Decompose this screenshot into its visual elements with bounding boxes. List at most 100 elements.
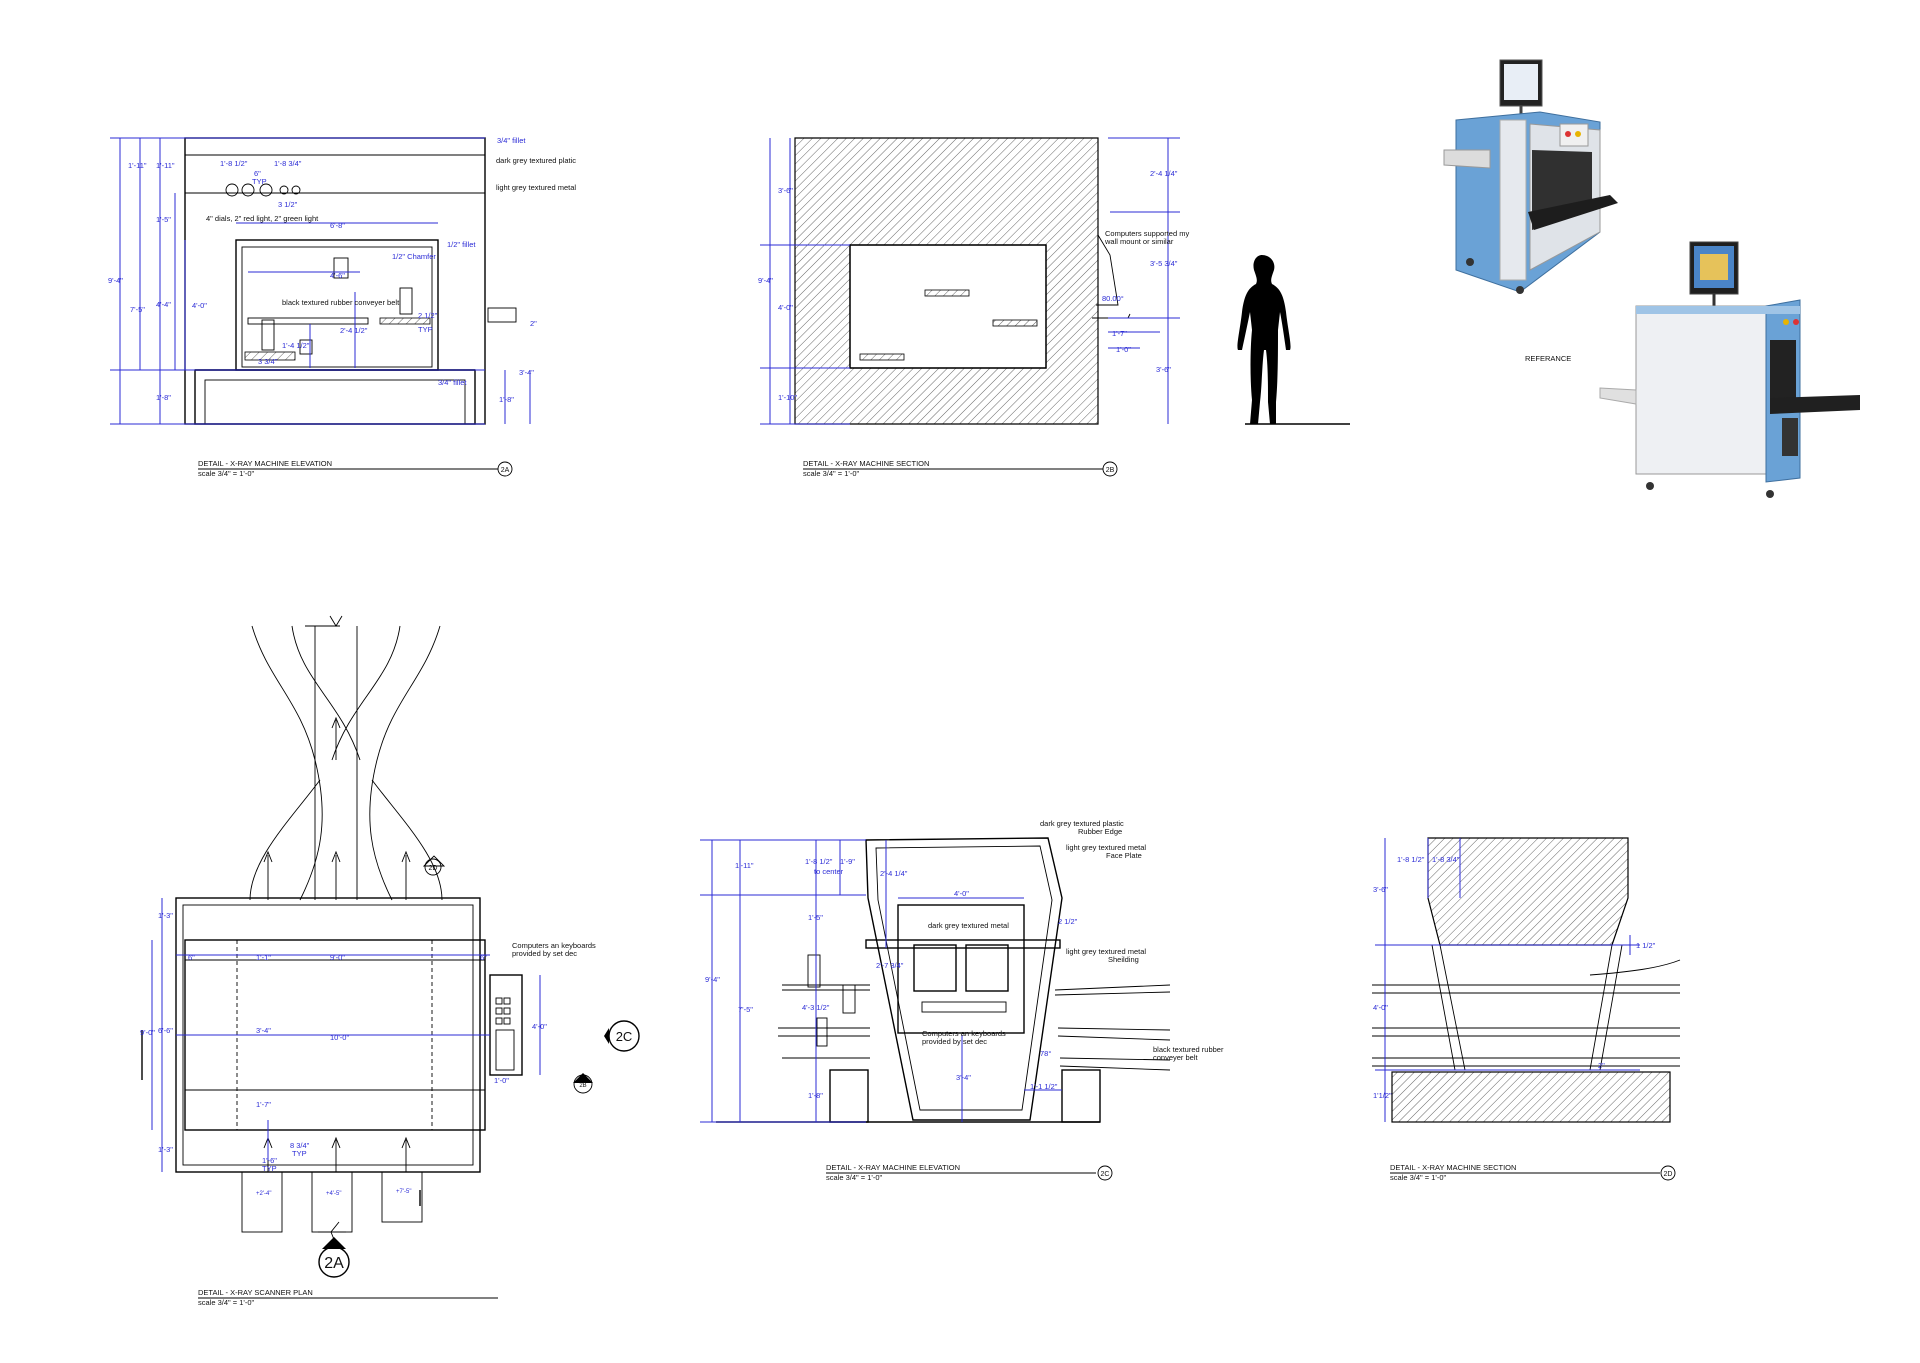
dim-2c: 1'-11" bbox=[735, 861, 754, 870]
dim-2c: 2'-7 3/4" bbox=[876, 961, 904, 970]
dim-2b: 3'-6" bbox=[778, 186, 793, 195]
dim-2c: 7'-5" bbox=[738, 1005, 753, 1014]
tag-plan-2b-bubble[interactable] bbox=[573, 1074, 593, 1094]
dim-plan: +7'-5" bbox=[396, 1189, 411, 1195]
dim-2c: 2 1/2" bbox=[1058, 917, 1078, 926]
note-2a-fillet-bottom: 3/4" fillet bbox=[438, 378, 467, 387]
dim-2b: 1'-0" bbox=[1116, 345, 1131, 354]
dim-2c: 3'-4" bbox=[956, 1073, 971, 1082]
dim-2a: 3 1/2" bbox=[278, 200, 298, 209]
dim-2c: 1'-9" bbox=[840, 857, 855, 866]
dim-plan: 1'-1" bbox=[256, 953, 271, 962]
dim-2a: 1'-11" bbox=[128, 161, 147, 170]
drawing-2a-scale: scale 3/4" = 1'-0" bbox=[198, 469, 254, 478]
reference-machine-2 bbox=[1599, 241, 1860, 498]
reference-label: REFERANCE bbox=[1525, 354, 1571, 363]
dim-plan: 6'-6" bbox=[158, 1026, 173, 1035]
dim-2a: 3 3/4" bbox=[258, 357, 278, 366]
dim-plan: 3'-4" bbox=[256, 1026, 271, 1035]
dim-plan: 1'-7" bbox=[256, 1100, 271, 1109]
dim-2c: 1'-5" bbox=[808, 913, 823, 922]
note-2c-dark-metal: dark grey textured metal bbox=[928, 921, 1009, 930]
dim-plan: 1'-6" bbox=[262, 1156, 277, 1165]
dim-2a: 3'-4" bbox=[519, 368, 534, 377]
note-2a-fillet-top: 3/4" fillet bbox=[497, 136, 526, 145]
dim-2c: to center bbox=[814, 867, 844, 876]
dim-2a: 1'-8" bbox=[499, 395, 514, 404]
tag-2a-bubble[interactable] bbox=[497, 461, 513, 477]
note-2c-belt: black textured rubber conveyer belt bbox=[1153, 1045, 1226, 1062]
tag-2c-bubble[interactable] bbox=[1097, 1165, 1113, 1181]
dim-2a: 1'-4 1/2" bbox=[282, 341, 310, 350]
drawing-2d-scale: scale 3/4" = 1'-0" bbox=[1390, 1173, 1446, 1182]
dim-2a: 6" bbox=[254, 169, 261, 178]
dim-2a-total-height: 9'-4" bbox=[108, 276, 123, 285]
tag-2d-bubble[interactable] bbox=[1660, 1165, 1676, 1181]
dim-plan: 1'-3" bbox=[158, 1145, 173, 1154]
dim-2a: 7'-5" bbox=[130, 305, 145, 314]
note-2b-computers: Computers supported my wall mount or sim… bbox=[1104, 229, 1191, 246]
drawing-plan-title: DETAIL - X-RAY SCANNER PLAN bbox=[198, 1288, 313, 1297]
dim-2a: TYP bbox=[252, 177, 267, 186]
dim-plan: 9'-0" bbox=[140, 1028, 155, 1037]
drawing-2c-title: DETAIL - X-RAY MACHINE ELEVATION bbox=[826, 1163, 960, 1172]
drawing-2b-title: DETAIL - X-RAY MACHINE SECTION bbox=[803, 459, 929, 468]
drawing-plan: 1'-3" 9'-0" 6'-6" 1'-3" 6" 1'-1" 9'-0" 6… bbox=[140, 615, 640, 1307]
note-2c-face-plate: Face Plate bbox=[1106, 851, 1142, 860]
tag-plan-2d-bubble[interactable] bbox=[424, 858, 442, 876]
tag-plan-2c: 2C bbox=[616, 1029, 633, 1044]
tag-2b-label: 2B bbox=[1106, 467, 1115, 474]
dim-2a: 4'-6" bbox=[330, 271, 345, 280]
dim-plan: 4'-0" bbox=[532, 1022, 547, 1031]
note-2c-plastic: dark grey textured plastic bbox=[1040, 819, 1124, 828]
dim-2a: 1'-8 1/2" bbox=[220, 159, 248, 168]
dim-2d: 1 1/2" bbox=[1636, 941, 1656, 950]
tag-2a-label: 2A bbox=[501, 467, 510, 474]
dim-2a: 6'-8" bbox=[330, 221, 345, 230]
drawing-2b-section: 3'-6" 9'-4" 4'-0" 1'-10" 2'-4 1/4" 3'-5 … bbox=[758, 137, 1350, 478]
tag-plan-2b: 2B bbox=[579, 1083, 586, 1089]
tag-plan-2a: 2A bbox=[324, 1255, 344, 1272]
dim-2d: 4'-0" bbox=[1373, 1003, 1388, 1012]
dim-2b: 1'-7" bbox=[1112, 329, 1127, 338]
note-2a-dials: 4" dials, 2" red light, 2" green light bbox=[206, 214, 319, 223]
dim-2d: 1'1/2" bbox=[1373, 1091, 1392, 1100]
dim-2a: 2'-4 1/2" bbox=[340, 326, 368, 335]
dim-2d: 1'-8 3/4" bbox=[1432, 855, 1460, 864]
dim-plan: 9'-0" bbox=[330, 953, 345, 962]
dim-2a: 2" bbox=[530, 319, 537, 328]
note-2c-shielding: Sheilding bbox=[1108, 955, 1139, 964]
dim-plan: 8 3/4" bbox=[290, 1141, 310, 1150]
dim-plan: 1'-0" bbox=[494, 1076, 509, 1085]
note-2a-belt: black textured rubber conveyer belt bbox=[282, 298, 400, 307]
dim-2b: 1'-10" bbox=[778, 393, 797, 402]
drawing-2a-title: DETAIL - X-RAY MACHINE ELEVATION bbox=[198, 459, 332, 468]
tag-plan-2a-bubble[interactable] bbox=[318, 1246, 350, 1278]
dim-2b: 2'-4 1/4" bbox=[1150, 169, 1178, 178]
dim-2b: 3'-6" bbox=[1156, 365, 1171, 374]
note-2a-plastic: dark grey textured platic bbox=[496, 156, 576, 165]
tag-2d-label: 2D bbox=[1664, 1171, 1673, 1178]
dim-2b: 3'-5 3/4" bbox=[1150, 259, 1178, 268]
dim-plan: 1'-3" bbox=[158, 911, 173, 920]
dim-2c: 1'-8" bbox=[808, 1091, 823, 1100]
dim-2b: 80.00° bbox=[1102, 294, 1124, 303]
drawing-2d-section: 3'-6" 1'-8 1/2" 1'-8 3/4" 1 1/2" 4'-0" 1… bbox=[1372, 837, 1681, 1182]
dim-2a: 4'-4" bbox=[156, 300, 171, 309]
dim-2a: TYP bbox=[418, 325, 433, 334]
dim-plan: TYP bbox=[262, 1164, 277, 1173]
dim-2d: 3'-6" bbox=[1373, 885, 1388, 894]
drawing-2c-scale: scale 3/4" = 1'-0" bbox=[826, 1173, 882, 1182]
dim-2c: 4'-3 1/2" bbox=[802, 1003, 830, 1012]
drawing-2d-title: DETAIL - X-RAY MACHINE SECTION bbox=[1390, 1163, 1516, 1172]
drawing-2a-elevation: 9'-4" 1'-11" 1'-11" 1'-5" 7'-5" 4'-4" 4'… bbox=[108, 136, 576, 478]
tag-2c-label: 2C bbox=[1101, 1171, 1110, 1178]
tag-2b-bubble[interactable] bbox=[1102, 461, 1118, 477]
dim-2c: 78° bbox=[1040, 1049, 1051, 1058]
dim-2d: 1'-8 1/2" bbox=[1397, 855, 1425, 864]
note-2a-metal: light grey textured metal bbox=[496, 183, 576, 192]
dim-2a: 1'-5" bbox=[156, 215, 171, 224]
note-2a-chamfer: 1/2" Chamfer bbox=[392, 252, 436, 261]
dim-2b: 4'-0" bbox=[778, 303, 793, 312]
